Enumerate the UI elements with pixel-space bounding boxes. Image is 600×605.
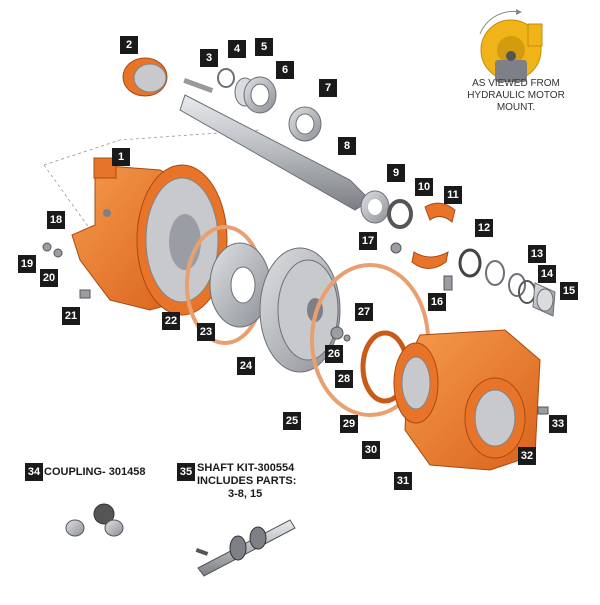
coupling-label: COUPLING- 301458 [44, 466, 146, 478]
part-badge: 6 [276, 61, 294, 79]
part-badge: 28 [335, 370, 353, 388]
part-badge: 14 [538, 265, 556, 283]
part-badge: 3 [200, 49, 218, 67]
alignment-lines [43, 129, 261, 233]
part-badge: 20 [40, 269, 58, 287]
impeller [259, 247, 341, 373]
part-badge: 11 [444, 186, 462, 204]
cover-ring [122, 57, 168, 97]
part-badge: 23 [197, 323, 215, 341]
part-badge: 21 [62, 307, 80, 325]
part-badge: 7 [319, 79, 337, 97]
part-badge: 1 [112, 148, 130, 166]
part-badge: 30 [362, 441, 380, 459]
shaft-kit-line2: INCLUDES PARTS: [197, 475, 297, 487]
sleeve-parts [458, 248, 556, 317]
part-badge: 13 [528, 245, 546, 263]
part-badge: 29 [340, 415, 358, 433]
part-badge: 31 [394, 472, 412, 490]
part-badge: 8 [338, 137, 356, 155]
rear-housing [71, 157, 228, 316]
shaft-kit-image [195, 519, 296, 577]
bearings [217, 68, 322, 142]
shaft-seals [360, 190, 456, 269]
part-badge: 17 [359, 232, 377, 250]
part-badge: 19 [18, 255, 36, 273]
coupling-badge: 34 [25, 463, 43, 481]
part-badge: 26 [325, 345, 343, 363]
part-badge: 10 [415, 178, 433, 196]
rotation-caption: AS VIEWED FROM HYDRAULIC MOTOR MOUNT. [467, 78, 565, 113]
part-badge: 16 [428, 293, 446, 311]
part-badge: 22 [162, 312, 180, 330]
part-badge: 27 [355, 303, 373, 321]
fasteners [42, 242, 549, 415]
part-badge: 9 [387, 164, 405, 182]
shaft-kit-line3: 3-8, 15 [228, 488, 263, 500]
part-badge: 15 [560, 282, 578, 300]
part-badge: 32 [518, 447, 536, 465]
coupling-image [65, 503, 124, 537]
shaft-kit-badge: 35 [177, 463, 195, 481]
part-badge: 12 [475, 219, 493, 237]
part-badge: 18 [47, 211, 65, 229]
part-badge: 24 [237, 357, 255, 375]
front-housing [393, 329, 541, 471]
part-badge: 5 [255, 38, 273, 56]
part-badge: 25 [283, 412, 301, 430]
rotation-icon [479, 9, 543, 82]
part-badge: 2 [120, 36, 138, 54]
part-badge: 4 [228, 40, 246, 58]
shaft-kit-line1: SHAFT KIT-300554 [197, 462, 295, 474]
part-badge: 33 [549, 415, 567, 433]
